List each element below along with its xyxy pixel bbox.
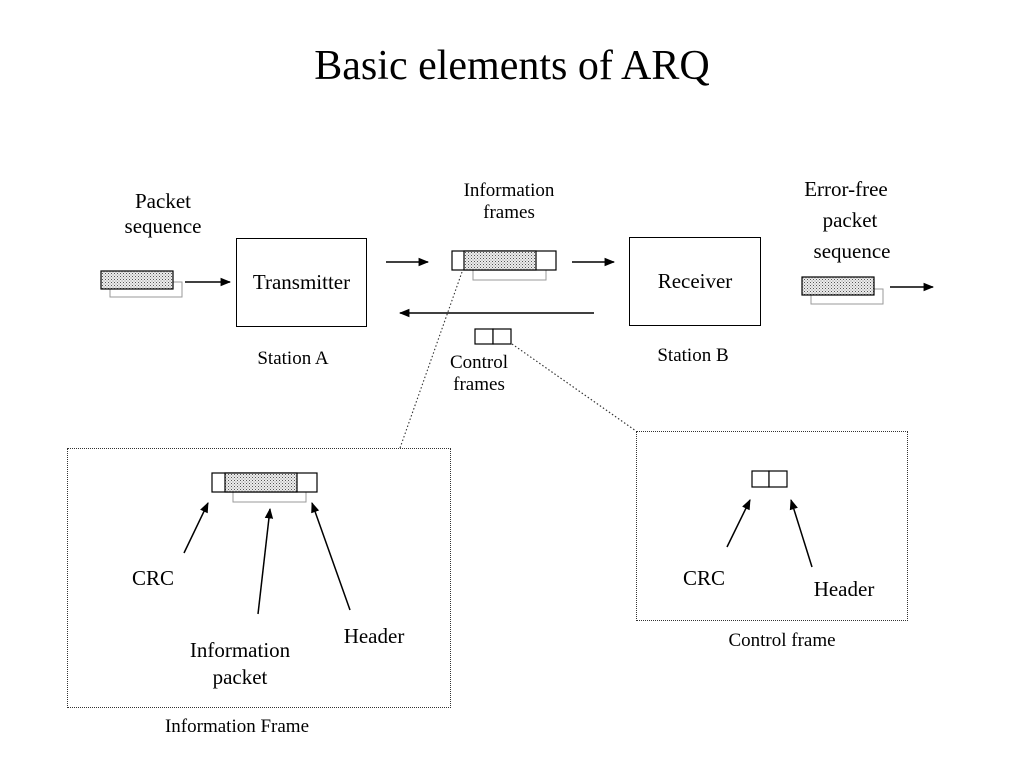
control-frames-label: Control frames	[430, 352, 528, 397]
error-free-line-1: Error-free	[804, 177, 888, 201]
packet-sequence-label: Packet sequence	[108, 189, 218, 239]
ctrl-crc-arrow	[726, 499, 751, 548]
receiver-label: Receiver	[657, 269, 733, 293]
info-header-label: Header	[343, 624, 405, 648]
output-packet-icon	[801, 276, 884, 305]
info-packet-label: Information packet	[168, 637, 312, 692]
station-b-label: Station B	[657, 345, 729, 366]
control-frames-line-2: frames	[453, 374, 505, 396]
information-frames-line-1: Information	[463, 180, 555, 201]
receiver-box: Receiver	[629, 237, 761, 326]
error-free-label: Error-free packet sequence	[780, 174, 920, 267]
info-packet-line-2: packet	[212, 665, 268, 690]
info-crc-arrow	[183, 502, 209, 554]
info-crc-label: CRC	[131, 566, 175, 590]
input-packet-icon	[100, 270, 183, 298]
ctrl-header-label: Header	[813, 577, 875, 601]
ctrl-crc-label: CRC	[682, 566, 726, 590]
control-frame-caption: Control frame	[728, 630, 836, 651]
error-free-line-3: sequence	[813, 238, 891, 263]
packet-sequence-line-1: Packet	[135, 189, 191, 213]
control-frames-line-1: Control	[449, 352, 509, 373]
station-a-label: Station A	[257, 348, 329, 369]
detail-control-frame-icon	[751, 470, 788, 488]
info-zoom-connector	[399, 271, 463, 449]
transmitter-box: Transmitter	[236, 238, 367, 327]
information-frame-caption: Information Frame	[164, 716, 310, 737]
error-free-line-2: packet	[822, 207, 878, 232]
ctrl-header-arrow	[789, 498, 813, 568]
packet-sequence-line-2: sequence	[124, 213, 202, 238]
info-header-arrow	[311, 502, 351, 611]
channel-control-frame-icon	[474, 328, 512, 345]
detail-info-frame-icon	[211, 472, 318, 503]
ctrl-zoom-connector	[511, 343, 637, 432]
slide-title: Basic elements of ARQ	[314, 43, 710, 89]
info-packet-arrow	[257, 507, 274, 615]
transmitter-label: Transmitter	[252, 270, 351, 294]
information-frame-panel	[67, 448, 451, 708]
control-frame-panel	[636, 431, 908, 621]
information-frames-line-2: frames	[483, 202, 535, 224]
information-frames-label: Information frames	[448, 180, 570, 225]
channel-info-frame-icon	[451, 250, 557, 281]
info-packet-line-1: Information	[189, 638, 291, 662]
